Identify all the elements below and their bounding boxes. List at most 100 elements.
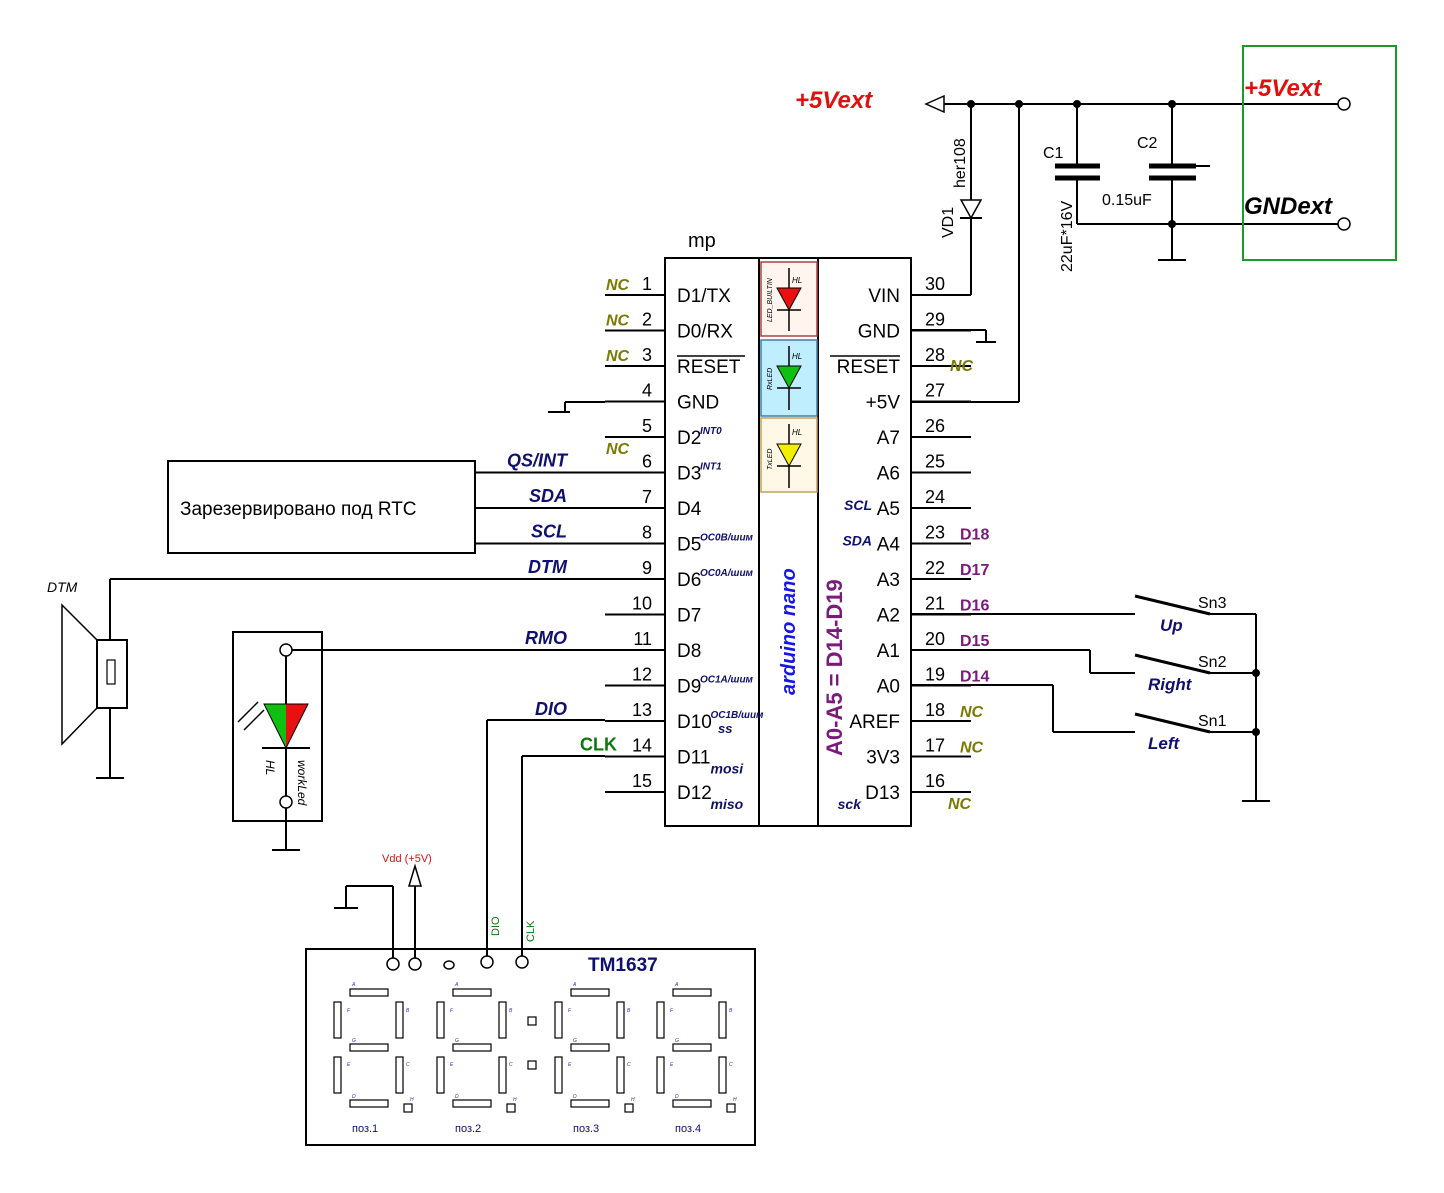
power-section: +5Vext her108 VD1 C1 22uF*16V C2 0.1 [795, 45, 1397, 403]
svg-text:RxLED: RxLED [767, 368, 774, 390]
pin-number: 23 [925, 523, 945, 543]
pin-number: 5 [642, 416, 652, 436]
pin-alt-function: OC0B/шим [700, 533, 754, 544]
pin-number: 17 [925, 736, 945, 756]
segment-letter: F [450, 1008, 454, 1014]
digital-alias: D18 [960, 527, 989, 544]
segment-letter: A [454, 982, 459, 988]
pin-name: GND [677, 393, 719, 414]
pin-number: 2 [642, 310, 652, 330]
pin-name: 3V3 [866, 748, 900, 769]
segment-g [349, 1043, 389, 1052]
digital-alias: D15 [960, 633, 989, 650]
pin-number: 26 [925, 416, 945, 436]
segment-letter: A [674, 982, 679, 988]
pin-alt-function: OC1A/шим [700, 675, 754, 686]
left-pin-group: 1D1/TXNC2D0/RXNC3RESETNC4GND5D2INT0NC6D3… [475, 274, 764, 812]
pin-number: 15 [632, 771, 652, 791]
net-label: CLK [580, 735, 617, 755]
pin-name: A1 [877, 641, 900, 662]
pin-alt-function: OC0A/шим [700, 568, 754, 579]
vdd-label: Vdd (+5V) [382, 853, 432, 865]
digital-alias: D14 [960, 669, 989, 686]
pin-name: RESET [677, 357, 741, 378]
mcu-ref: mp [688, 230, 716, 252]
pin-name: D0/RX [677, 322, 733, 343]
rtc-box: Зарезервировано под RTC [167, 460, 476, 554]
segment-a [349, 988, 389, 997]
segment-a [672, 988, 712, 997]
pin-number: 9 [642, 558, 652, 578]
decimal-point [506, 1103, 516, 1113]
pin-number: 12 [632, 665, 652, 685]
segment-f [554, 1001, 563, 1039]
segment-d [349, 1099, 389, 1108]
pin-name: D4 [677, 499, 702, 520]
pin-number: 11 [633, 629, 652, 649]
switch-sn2-label: Right [1148, 675, 1193, 694]
pin-number: 29 [925, 310, 945, 330]
svg-text:LED_BUILTIN: LED_BUILTIN [767, 277, 774, 322]
gndext-label: GNDext [1244, 193, 1333, 220]
led-builtin: HL LED_BUILTIN [760, 261, 818, 337]
switch-sn2-ref: Sn2 [1198, 654, 1227, 671]
c2-ref: C2 [1137, 135, 1158, 152]
pin-alt-function-2: ss [718, 721, 732, 736]
net-label-nc: NC [606, 313, 630, 330]
c2-value: 0.15uF [1102, 192, 1152, 209]
pin-name: D6 [677, 570, 701, 591]
segment-letter: B [627, 1008, 631, 1014]
pin-name: AREF [849, 712, 900, 733]
segment-letter: H [631, 1097, 635, 1103]
segment-e [436, 1056, 445, 1094]
analog-note: A0-A5 = D14-D19 [822, 579, 847, 756]
work-led: HL workLed [232, 631, 605, 851]
net-label: SCL [531, 522, 567, 542]
pin-alt-function: OC1B/шим [711, 710, 765, 721]
net-label: RMO [525, 628, 567, 648]
segment-letter: D [455, 1094, 459, 1100]
c1-ref: C1 [1043, 145, 1064, 162]
pin-name: D5 [677, 535, 701, 556]
pin-number: 16 [925, 771, 945, 791]
pin-number: 6 [642, 452, 652, 472]
mcu-block: mp arduino nano A0-A5 = D14-D19 HL LED_B… [475, 230, 990, 827]
pin-number: 24 [925, 487, 945, 507]
pin-name: A6 [877, 464, 900, 485]
segment-letter: H [410, 1097, 414, 1103]
pin-alt-function: mosi [711, 761, 745, 777]
segment-letter: B [406, 1008, 410, 1014]
pin-number: 10 [632, 594, 652, 614]
pin-alt-function: SDA [842, 533, 872, 549]
pin-name: D3 [677, 464, 701, 485]
led-tx: HL TxLED [760, 417, 818, 493]
pin-number: 19 [925, 665, 945, 685]
segment-c [616, 1056, 625, 1094]
diode-ref: VD1 [940, 207, 957, 238]
work-led-ref: HL [263, 760, 277, 775]
rtc-label: Зарезервировано под RTC [180, 499, 417, 520]
segment-b [616, 1001, 625, 1039]
digital-alias: D16 [960, 598, 989, 615]
pin-name: D8 [677, 641, 701, 662]
svg-text:HL: HL [792, 276, 802, 285]
pin-number: 18 [925, 700, 945, 720]
segment-b [395, 1001, 404, 1039]
segment-g [570, 1043, 610, 1052]
pin-number: 13 [632, 700, 652, 720]
